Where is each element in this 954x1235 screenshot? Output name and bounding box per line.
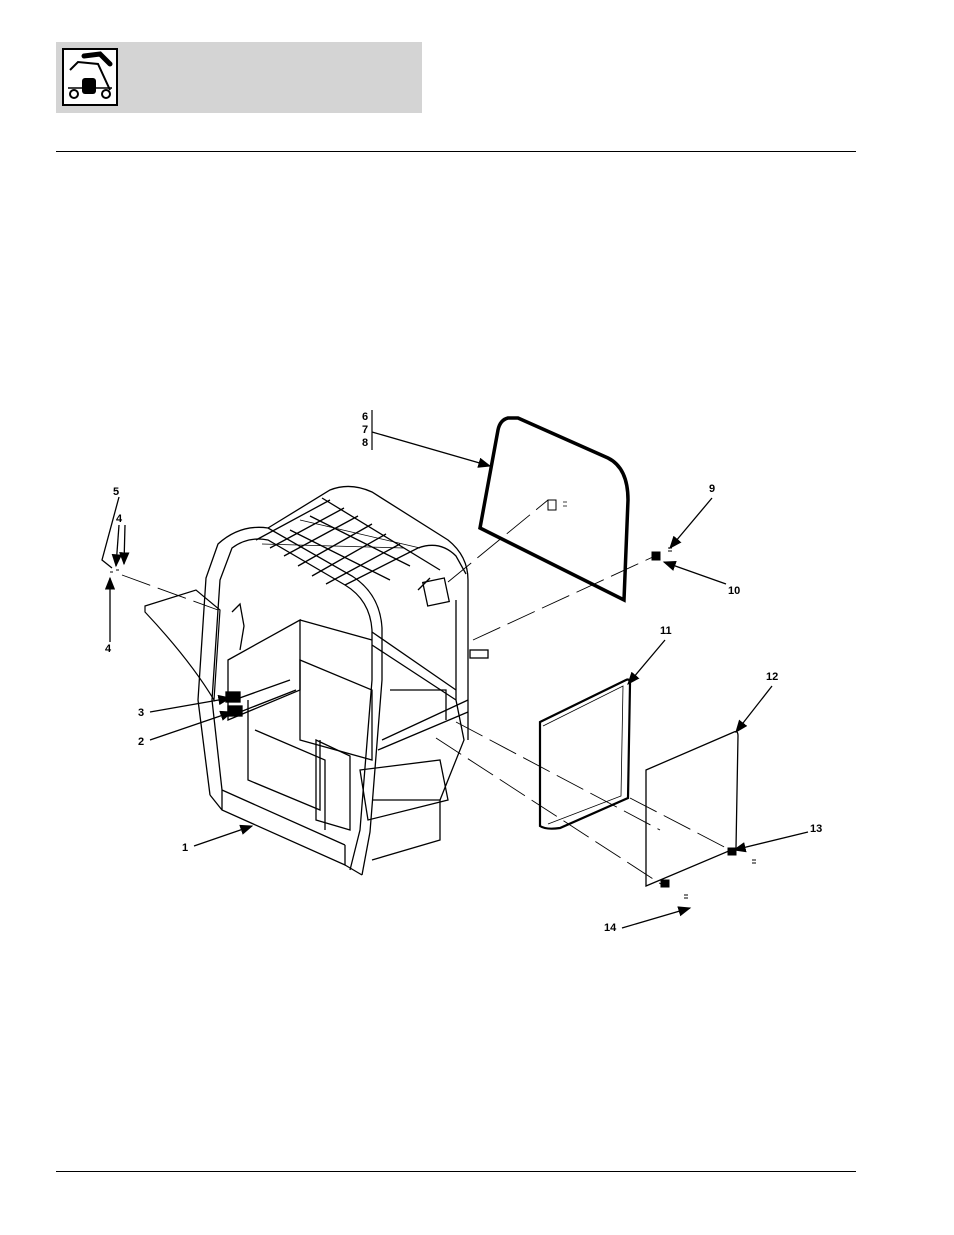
rear-window-glass bbox=[480, 418, 628, 600]
callout-1: 1 bbox=[182, 842, 188, 854]
callout-11: 11 bbox=[660, 625, 672, 637]
side-panel-sheet bbox=[646, 732, 738, 887]
fasteners bbox=[110, 548, 756, 898]
callout-12: 12 bbox=[766, 671, 778, 683]
callout-2: 2 bbox=[138, 736, 144, 748]
leader-lines bbox=[102, 432, 808, 928]
callout-13: 13 bbox=[810, 823, 822, 835]
callout-8: 8 bbox=[362, 437, 368, 449]
callout-4-lower: 4 bbox=[105, 643, 112, 655]
cab-frame bbox=[198, 486, 488, 875]
side-window-glass bbox=[540, 680, 630, 829]
latch-assembly bbox=[548, 500, 567, 510]
callout-4-upper: 4 bbox=[116, 513, 123, 525]
callout-14: 14 bbox=[604, 922, 617, 934]
assembly-centerlines bbox=[122, 500, 734, 886]
callout-5: 5 bbox=[113, 486, 119, 498]
callout-3: 3 bbox=[138, 707, 144, 719]
callout-10: 10 bbox=[728, 585, 740, 597]
callout-9: 9 bbox=[709, 483, 715, 495]
callout-7: 7 bbox=[362, 424, 368, 436]
callout-6: 6 bbox=[362, 411, 368, 423]
